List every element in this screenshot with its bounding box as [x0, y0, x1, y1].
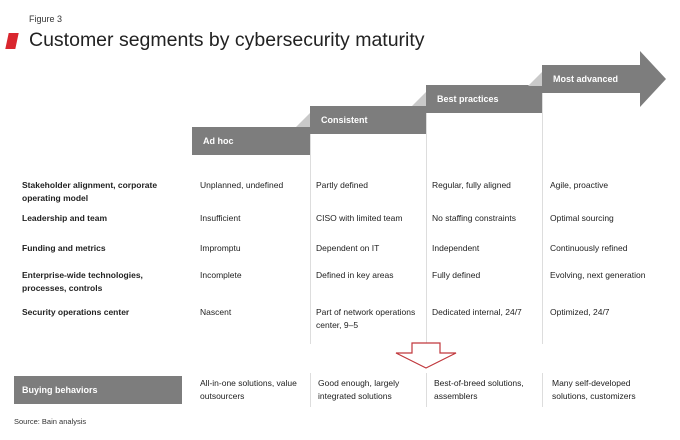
- cell: Optimized, 24/7: [550, 307, 610, 317]
- cell: No staffing constraints: [432, 213, 516, 223]
- stage-most-advanced: Most advanced: [542, 65, 641, 93]
- cell: Optimal sourcing: [550, 213, 614, 223]
- fold-decoration: [528, 72, 542, 86]
- cell: Independent: [432, 243, 480, 253]
- buying-behaviors-label: Buying behaviors: [14, 376, 182, 404]
- divider: [542, 373, 543, 407]
- cell: Good enough, largely integrated solution…: [318, 378, 400, 401]
- cell: Part of network operations center, 9–5: [316, 307, 416, 330]
- divider: [542, 93, 543, 344]
- red-marker-icon: [5, 33, 19, 49]
- down-arrow-icon: [395, 342, 457, 369]
- cell: Nascent: [200, 307, 232, 317]
- cell: Agile, proactive: [550, 180, 609, 190]
- divider: [310, 373, 311, 407]
- cell: Partly defined: [316, 180, 368, 190]
- cell: Many self-developed solutions, customize…: [552, 378, 636, 401]
- row-label: Security operations center: [22, 307, 130, 317]
- source-note: Source: Bain analysis: [14, 417, 87, 426]
- divider: [426, 113, 427, 344]
- figure-label: Figure 3: [29, 14, 63, 24]
- cell: Dedicated internal, 24/7: [432, 307, 522, 317]
- page-title: Customer segments by cybersecurity matur…: [29, 29, 425, 51]
- cell: Best-of-breed solutions, assemblers: [434, 378, 524, 401]
- cell: Insufficient: [200, 213, 241, 223]
- cell: Regular, fully aligned: [432, 180, 511, 190]
- stage-best-practices: Best practices: [426, 85, 542, 113]
- cell: Impromptu: [200, 243, 241, 253]
- stage-consistent: Consistent: [310, 106, 426, 134]
- row-label: Stakeholder alignment, corporate operati…: [22, 180, 158, 203]
- row-label: Leadership and team: [22, 213, 108, 223]
- cell: Evolving, next generation: [550, 270, 646, 280]
- cell: Incomplete: [200, 270, 242, 280]
- stage-ad-hoc: Ad hoc: [192, 127, 310, 155]
- fold-decoration: [296, 113, 310, 127]
- divider: [310, 134, 311, 344]
- cell: Dependent on IT: [316, 243, 380, 253]
- cell: CISO with limited team: [316, 213, 403, 223]
- cell: Defined in key areas: [316, 270, 394, 280]
- divider: [426, 373, 427, 407]
- cell: Continuously refined: [550, 243, 628, 253]
- row-label: Funding and metrics: [22, 243, 106, 253]
- cell: Fully defined: [432, 270, 481, 280]
- row-label: Enterprise-wide technologies, processes,…: [22, 270, 143, 293]
- fold-decoration: [412, 92, 426, 106]
- cell: All-in-one solutions, value outsourcers: [200, 378, 297, 401]
- arrow-head-icon: [640, 51, 666, 107]
- cell: Unplanned, undefined: [200, 180, 284, 190]
